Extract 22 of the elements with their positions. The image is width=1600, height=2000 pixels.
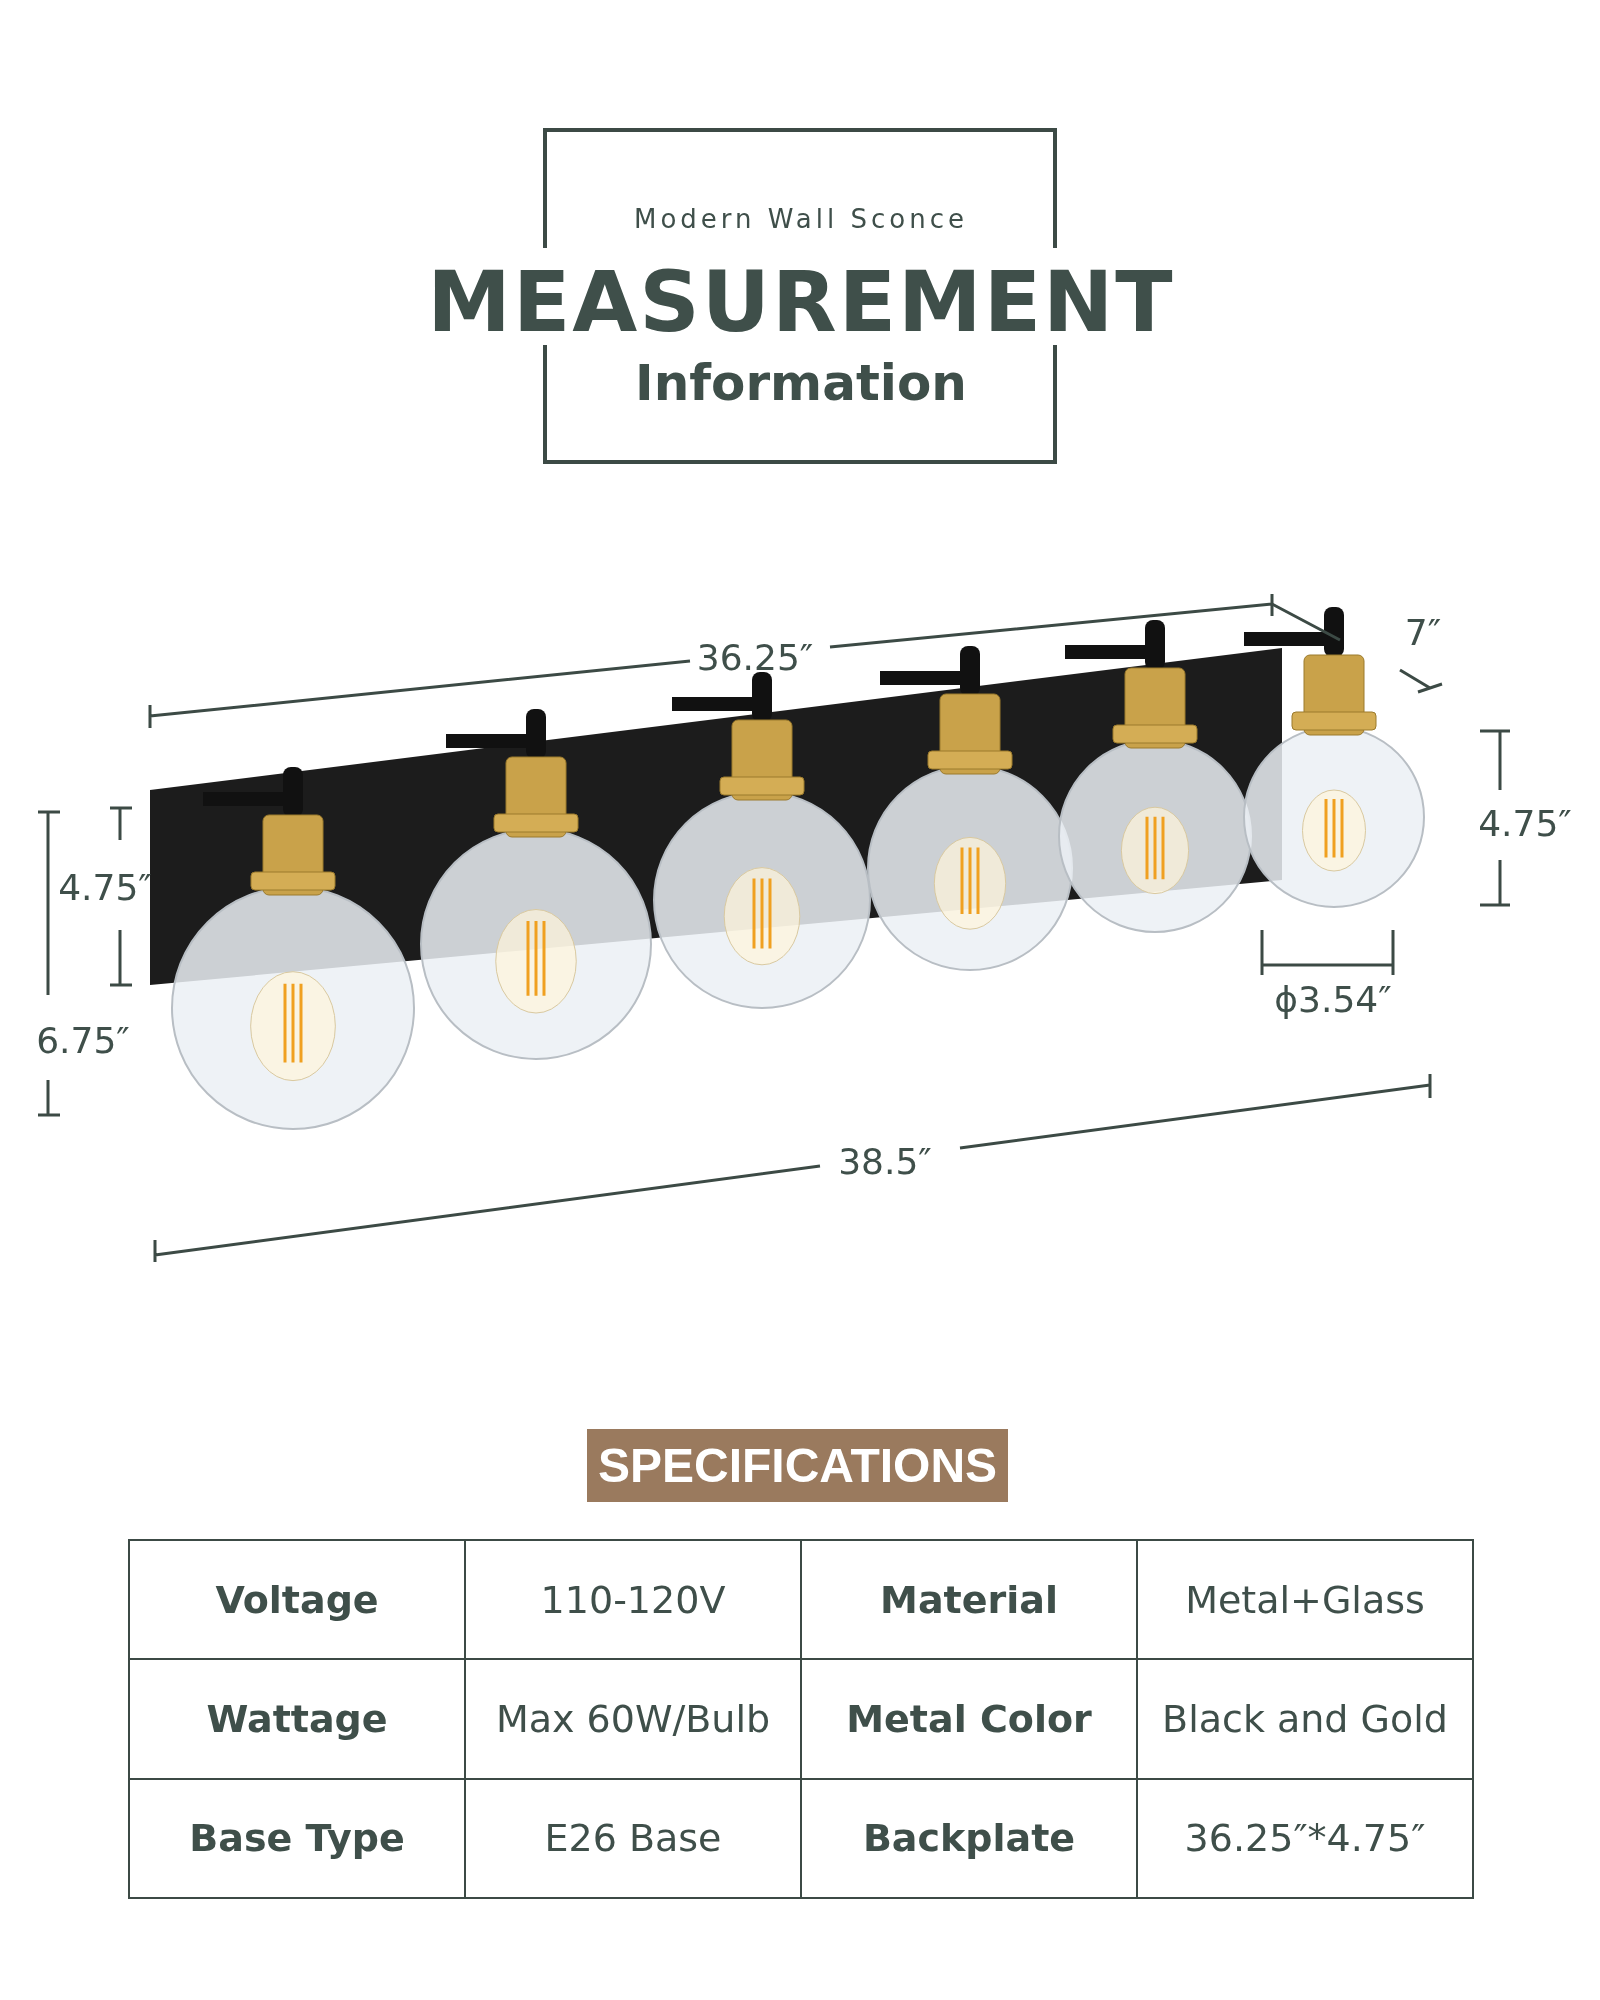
spec-value: Black and Gold (1137, 1659, 1473, 1779)
spec-name: Backplate (801, 1778, 1137, 1898)
spec-value: 110-120V (465, 1540, 801, 1660)
spec-name: Wattage (129, 1659, 465, 1779)
heading-text: MEASUREMENT (427, 253, 1175, 351)
spec-name: Voltage (129, 1540, 465, 1660)
dimension-label: 36.25″ (696, 636, 814, 678)
spec-name: Material (801, 1540, 1137, 1660)
dimension-label: 38.5″ (838, 1140, 932, 1182)
spec-value: 36.25″*4.75″ (1137, 1778, 1473, 1898)
dimension-label: ϕ3.54″ (1274, 978, 1392, 1020)
spec-value: E26 Base (465, 1778, 801, 1898)
heading-text: Information (635, 354, 967, 412)
dimension-label: 4.75″ (1478, 802, 1572, 844)
spec-value: Max 60W/Bulb (465, 1659, 801, 1779)
dimension-label: 6.75″ (36, 1019, 130, 1061)
subtitle-text: Modern Wall Sconce (634, 204, 968, 234)
spec-value: Metal+Glass (1137, 1540, 1473, 1660)
spec-name: Metal Color (801, 1659, 1137, 1779)
section-banner: SPECIFICATIONS (587, 1429, 1008, 1502)
dimension-label: 7″ (1404, 611, 1442, 653)
spec-name: Base Type (129, 1778, 465, 1898)
